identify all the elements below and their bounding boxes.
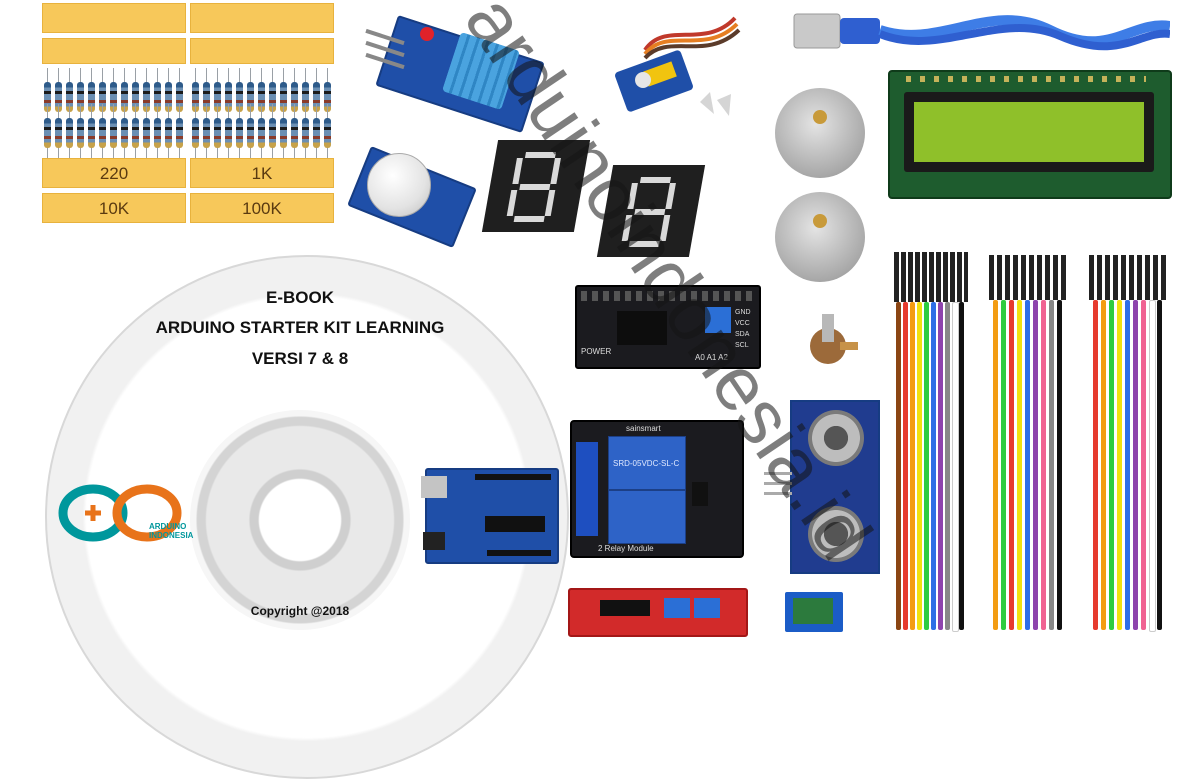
pir-motion-sensor	[345, 135, 477, 250]
resistor-tape-top-right-2	[190, 38, 334, 64]
adapter-power-label: POWER	[581, 347, 612, 356]
resistor-tape-1k: 1K	[190, 158, 334, 188]
resistor-row	[192, 104, 331, 162]
dht11-sensor-module	[365, 15, 545, 133]
dc-motor	[775, 192, 865, 282]
jumper-wires-bundle-2	[985, 255, 1075, 630]
dc-motor	[775, 88, 865, 178]
resistor-row	[192, 68, 331, 126]
resistor-tape-220: 220	[42, 158, 186, 188]
relay-brand: sainsmart	[626, 424, 661, 433]
cd-title-version: VERSI 7 & 8	[251, 349, 349, 368]
cd-title-kit: ARDUINO STARTER KIT LEARNING	[155, 318, 445, 337]
cd-copyright: Copyright @2018	[250, 604, 350, 618]
resistor-tape-top-left	[42, 3, 186, 33]
cd-title-ebook: E-BOOK	[266, 288, 334, 307]
resistor-row	[44, 68, 183, 126]
resistor-label-100k: 100K	[242, 199, 282, 218]
resistor-tape-top-right	[190, 3, 334, 33]
relay-module: sainsmart SRD-05VDC-SL-C 2 Relay Module	[570, 420, 744, 558]
motor-driver-board	[568, 588, 748, 637]
arduino-uno-board	[421, 468, 559, 564]
relay-module-name: 2 Relay Module	[598, 544, 654, 553]
resistor-tape-10k: 10K	[42, 193, 186, 223]
pin-label-gnd: GND	[735, 309, 751, 316]
arduino-indonesia-logo: ARDUINO INDONESIA	[55, 480, 205, 550]
resistor-row	[44, 104, 183, 162]
ultrasonic-sensor	[764, 400, 880, 574]
logo-text: ARDUINO INDONESIA	[149, 522, 194, 540]
pin-label-vcc: VCC	[735, 320, 750, 327]
resistor-label-1k: 1K	[251, 164, 273, 183]
lcd-16x2-display	[888, 70, 1172, 199]
resistor-label-220: 220	[99, 164, 129, 183]
i2c-lcd-adapter: POWER A0 A1 A2 GND VCC SDA SCL	[575, 285, 761, 369]
resistor-label-10k: 10K	[98, 199, 130, 218]
adapter-address-label: A0 A1 A2	[695, 353, 728, 362]
lcd-screen	[914, 102, 1144, 162]
pin-label-sda: SDA	[735, 331, 750, 338]
usb-cable	[790, 0, 1171, 60]
potentiometer	[800, 312, 860, 372]
cd-hub	[190, 410, 410, 630]
jumper-wires-bundle-1	[890, 252, 972, 632]
bluetooth-module	[785, 592, 843, 632]
pin-label-scl: SCL	[735, 342, 749, 349]
relay-model-label: SRD-05VDC-SL-C	[613, 459, 680, 468]
servo-motor	[605, 10, 755, 135]
resistor-tape-top-left-2	[42, 38, 186, 64]
resistor-tape-100k: 100K	[190, 193, 334, 223]
jumper-wires-bundle-3	[1085, 255, 1175, 632]
